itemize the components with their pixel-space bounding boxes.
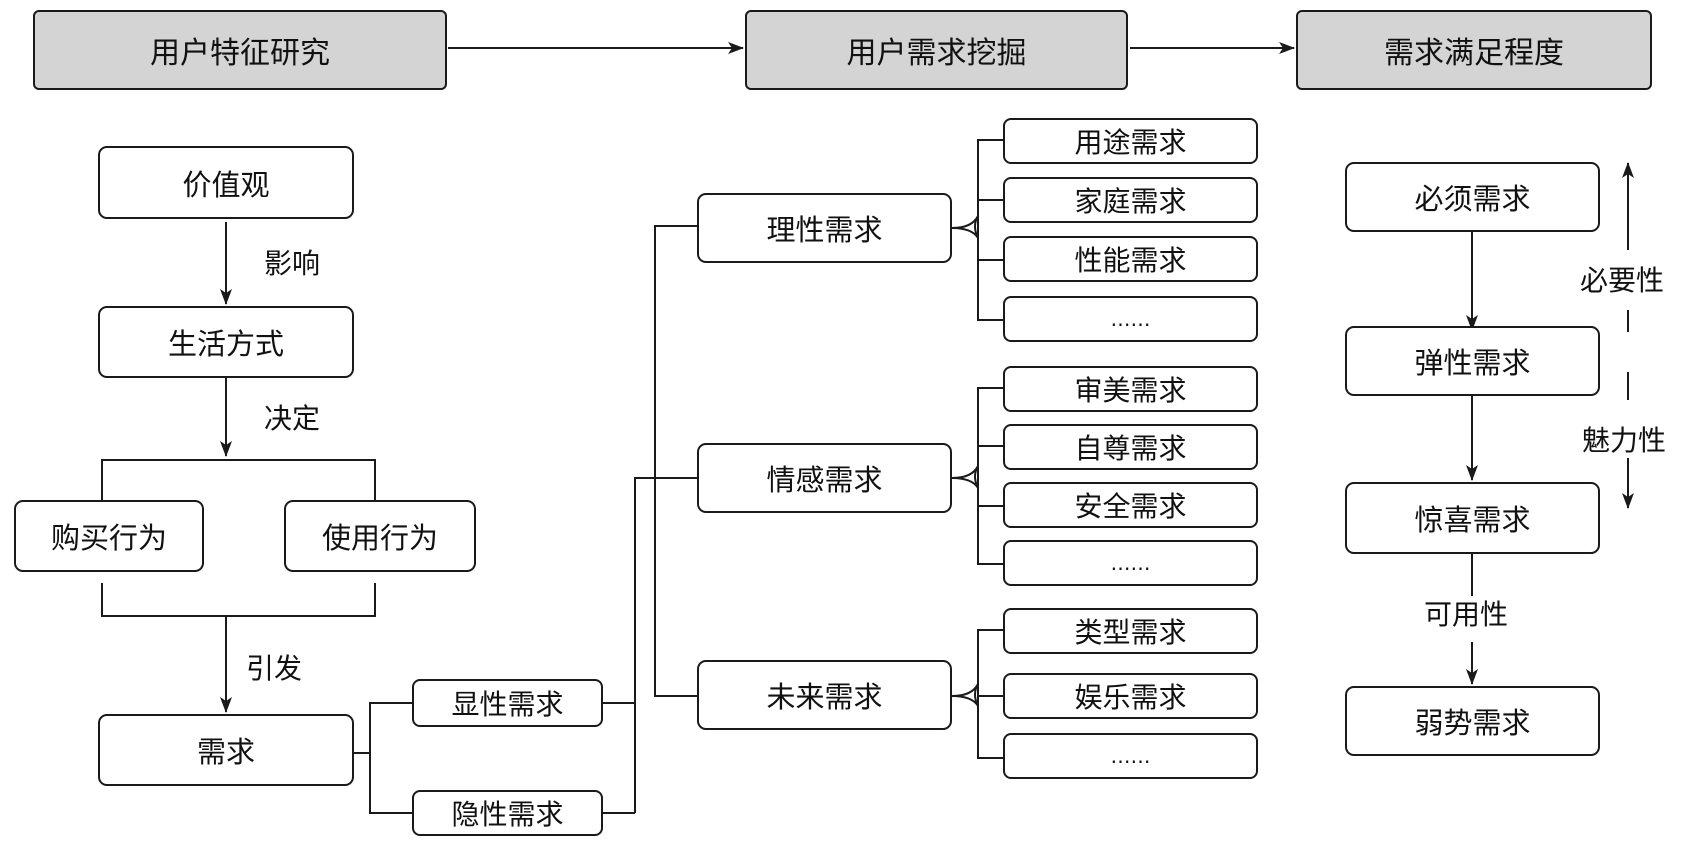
must-need-node: 必须需求 <box>1345 162 1600 232</box>
decides-label: 决定 <box>264 402 321 435</box>
rational-item: 家庭需求 <box>1003 177 1258 223</box>
stage-need-mining: 用户需求挖掘 <box>745 10 1128 90</box>
usability-label: 可用性 <box>1424 598 1509 631</box>
emotional-item: 安全需求 <box>1003 482 1258 528</box>
values-node: 价值观 <box>98 146 354 219</box>
elastic-need-node: 弹性需求 <box>1345 326 1600 396</box>
implicit-need-node: 隐性需求 <box>412 790 603 836</box>
emotional-need-node: 情感需求 <box>697 443 952 513</box>
future-need-node: 未来需求 <box>697 660 952 730</box>
need-node: 需求 <box>98 714 354 786</box>
rational-item: 用途需求 <box>1003 118 1258 164</box>
future-item-ellipsis: …… <box>1003 733 1258 779</box>
emotional-item: 自尊需求 <box>1003 424 1258 470</box>
necessity-label: 必要性 <box>1580 264 1665 297</box>
explicit-need-node: 显性需求 <box>412 679 603 727</box>
stage-satisfaction: 需求满足程度 <box>1296 10 1652 90</box>
weak-need-node: 弱势需求 <box>1345 686 1600 756</box>
emotional-item: 审美需求 <box>1003 366 1258 412</box>
charm-label: 魅力性 <box>1582 424 1667 457</box>
usage-behavior-node: 使用行为 <box>284 500 476 572</box>
rational-item-ellipsis: …… <box>1003 296 1258 342</box>
future-item: 娱乐需求 <box>1003 673 1258 719</box>
surprise-need-node: 惊喜需求 <box>1345 482 1600 554</box>
emotional-item-ellipsis: …… <box>1003 540 1258 586</box>
influence-label: 影响 <box>264 247 321 280</box>
rational-need-node: 理性需求 <box>697 193 952 263</box>
lifestyle-node: 生活方式 <box>98 306 354 378</box>
triggers-label: 引发 <box>246 652 303 685</box>
future-item: 类型需求 <box>1003 608 1258 654</box>
rational-item: 性能需求 <box>1003 236 1258 282</box>
purchase-behavior-node: 购买行为 <box>14 500 204 572</box>
stage-user-features: 用户特征研究 <box>33 10 447 90</box>
